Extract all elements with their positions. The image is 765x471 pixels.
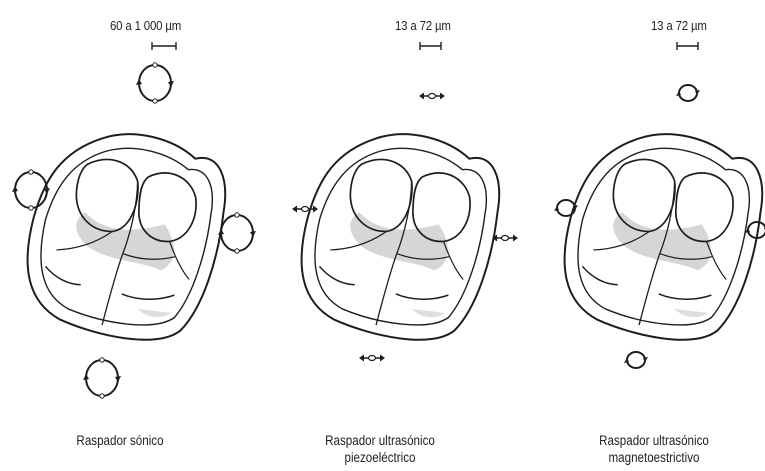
linear-arrow-left [292, 206, 318, 213]
scale-label-piezo: 13 a 72 µm [395, 18, 451, 33]
caption-sonic-line-1: Raspador sónico [51, 432, 189, 449]
molar-tooth-magneto [552, 119, 765, 352]
molar-tooth-sonic [15, 119, 235, 352]
linear-arrow-top [419, 93, 445, 100]
caption-piezo-line-1: Raspador ultrasónico [311, 432, 449, 449]
small-orbit-icon-bottom [624, 352, 648, 368]
panel-piezoelectric [289, 42, 518, 362]
caption-magneto: Raspador ultrasónico magnetoestrictivo [585, 432, 723, 466]
caption-magneto-line-2: magnetoestrictivo [585, 449, 723, 466]
scale-label-sonic: 60 a 1 000 µm [110, 18, 181, 33]
panel-magnetostrictive [552, 42, 765, 368]
scale-label-magneto: 13 a 72 µm [651, 18, 707, 33]
caption-piezo-line-2: piezoeléctrico [311, 449, 449, 466]
small-orbit-icon-top [676, 85, 700, 101]
linear-arrow-right [492, 235, 518, 242]
linear-arrow-bottom [359, 355, 385, 362]
orbit-icon-right [218, 213, 256, 253]
caption-magneto-line-1: Raspador ultrasónico [585, 432, 723, 449]
molar-tooth-piezo [289, 119, 509, 352]
caption-piezo: Raspador ultrasónico piezoeléctrico [311, 432, 449, 466]
caption-sonic: Raspador sónico [51, 432, 189, 449]
panel-sonic [12, 42, 256, 398]
orbit-icon-top [136, 63, 174, 103]
orbit-icon-bottom [83, 358, 121, 398]
